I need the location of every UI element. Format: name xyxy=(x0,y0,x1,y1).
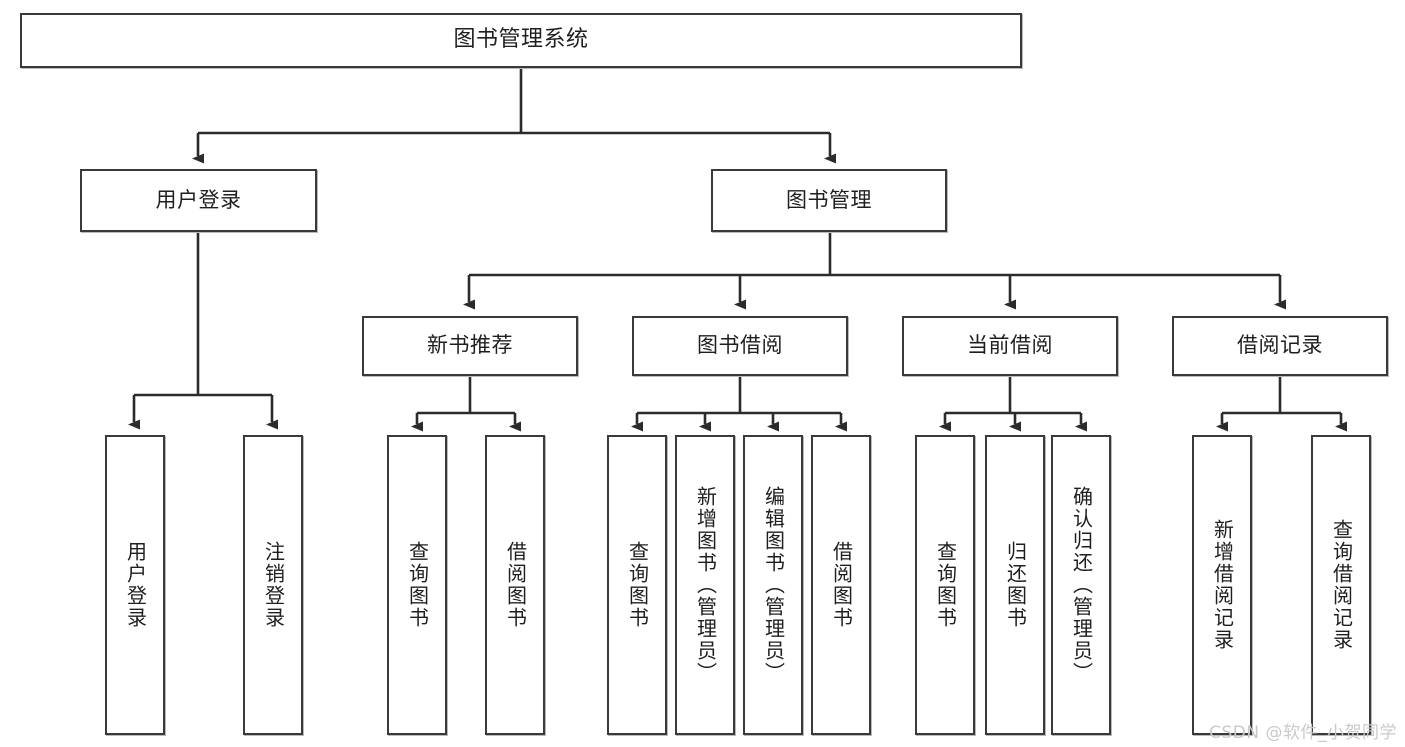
leaf-node[interactable]: 注销登录 xyxy=(243,435,303,735)
leaf-node[interactable]: 新增图书（管理员） xyxy=(675,435,735,735)
leaf-node-label: 注销登录 xyxy=(261,541,286,629)
leaf-node[interactable]: 新增借阅记录 xyxy=(1192,435,1252,735)
leaf-node[interactable]: 查询图书 xyxy=(915,435,975,735)
leaf-node-label: 用户登录 xyxy=(123,541,148,629)
node-book-borrow-label: 图书借阅 xyxy=(697,333,783,358)
node-current-borrow[interactable]: 当前借阅 xyxy=(902,316,1118,376)
leaf-node[interactable]: 确认归还（管理员） xyxy=(1051,435,1111,735)
leaf-node-label: 编辑图书（管理员） xyxy=(761,486,786,684)
node-root-label: 图书管理系统 xyxy=(453,27,589,53)
leaf-node-label: 查询图书 xyxy=(933,541,958,629)
leaf-node-label: 查询借阅记录 xyxy=(1329,519,1354,651)
node-book-management-label: 图书管理 xyxy=(786,187,872,212)
node-new-book-recommend[interactable]: 新书推荐 xyxy=(362,316,578,376)
node-borrow-record-label: 借阅记录 xyxy=(1237,333,1323,358)
leaf-node[interactable]: 查询图书 xyxy=(387,435,447,735)
leaf-node[interactable]: 归还图书 xyxy=(985,435,1045,735)
leaf-node[interactable]: 借阅图书 xyxy=(485,435,545,735)
leaf-node-label: 查询图书 xyxy=(405,541,430,629)
leaf-node-label: 借阅图书 xyxy=(829,541,854,629)
node-borrow-record[interactable]: 借阅记录 xyxy=(1172,316,1388,376)
leaf-node[interactable]: 借阅图书 xyxy=(811,435,871,735)
leaf-node-label: 查询图书 xyxy=(625,541,650,629)
node-root[interactable]: 图书管理系统 xyxy=(20,13,1022,68)
node-user-login-label: 用户登录 xyxy=(155,187,242,212)
leaf-node-label: 借阅图书 xyxy=(503,541,528,629)
node-current-borrow-label: 当前借阅 xyxy=(967,333,1053,358)
leaf-node[interactable]: 查询借阅记录 xyxy=(1311,435,1371,735)
node-user-login[interactable]: 用户登录 xyxy=(80,169,317,232)
node-book-management[interactable]: 图书管理 xyxy=(711,169,947,232)
node-book-borrow[interactable]: 图书借阅 xyxy=(632,316,848,376)
leaf-node[interactable]: 用户登录 xyxy=(105,435,165,735)
leaf-node-label: 归还图书 xyxy=(1003,541,1028,629)
node-new-book-recommend-label: 新书推荐 xyxy=(427,333,513,358)
leaf-node[interactable]: 查询图书 xyxy=(607,435,667,735)
leaf-node-label: 确认归还（管理员） xyxy=(1069,486,1094,684)
leaf-node-label: 新增借阅记录 xyxy=(1210,519,1235,651)
leaf-node-label: 新增图书（管理员） xyxy=(693,486,718,684)
csdn-watermark: CSDN @软件_小贺同学 xyxy=(1209,723,1397,743)
leaf-node[interactable]: 编辑图书（管理员） xyxy=(743,435,803,735)
